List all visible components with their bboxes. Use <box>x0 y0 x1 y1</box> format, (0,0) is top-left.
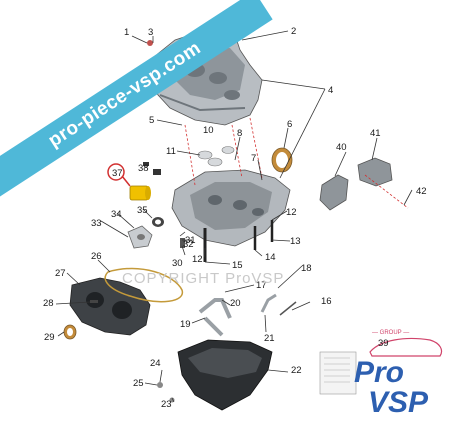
callout-20: 20 <box>230 298 241 309</box>
callout-18: 18 <box>301 263 312 274</box>
callout-16: 16 <box>321 296 332 307</box>
callout-21: 21 <box>264 333 275 344</box>
callout-15: 15 <box>232 260 243 271</box>
callout-25: 25 <box>133 378 144 389</box>
callout-31: 31 <box>185 235 196 246</box>
callout-33: 33 <box>91 218 102 229</box>
oil-pan-part <box>177 339 273 411</box>
callout-23: 23 <box>161 399 172 410</box>
callout-11: 11 <box>166 146 176 157</box>
logo-tagline: — GROUP — <box>372 330 410 336</box>
callout-41: 41 <box>370 128 381 139</box>
label-card-part <box>319 351 357 395</box>
callout-14: 14 <box>265 252 276 263</box>
callout-39: 39 <box>378 338 389 349</box>
crank-seal-part <box>63 324 77 340</box>
timing-cover-part <box>69 277 151 336</box>
highlighted-part-37 <box>129 185 151 201</box>
callout-12-left: 12 <box>192 254 203 265</box>
callout-7: 7 <box>251 153 256 164</box>
callout-37: 37 <box>112 168 123 179</box>
pump-flange-part <box>127 217 164 249</box>
bearing-shells-part <box>197 146 235 167</box>
leader-lines <box>55 30 413 403</box>
callout-4: 4 <box>328 85 333 96</box>
logo-text-pro: Pro <box>354 356 405 389</box>
callout-24: 24 <box>150 358 161 369</box>
callout-32: 32 <box>183 239 194 250</box>
callout-6: 6 <box>287 119 292 130</box>
oil-seal-ring-part <box>271 147 293 173</box>
callout-35: 35 <box>137 205 148 216</box>
callout-42: 42 <box>416 186 427 197</box>
callout-29: 29 <box>44 332 55 343</box>
engine-mounts-part <box>319 157 393 211</box>
callout-30: 30 <box>172 258 183 269</box>
callout-13: 13 <box>290 236 301 247</box>
callout-5: 5 <box>149 115 154 126</box>
logo-car-outline <box>369 337 443 357</box>
bolts-part <box>153 169 274 262</box>
highlight-circle-37 <box>107 163 125 181</box>
callout-8: 8 <box>237 128 242 139</box>
callout-3: 3 <box>148 27 153 38</box>
callout-labels: 1 2 3 4 5 6 7 8 10 11 12 12 13 14 15 16 … <box>43 26 427 410</box>
callout-2: 2 <box>291 26 296 37</box>
callout-26: 26 <box>91 251 102 262</box>
callout-10: 10 <box>203 125 214 136</box>
callout-17: 17 <box>256 280 267 291</box>
highlight-arrow-37 <box>121 175 131 187</box>
callout-12-right: 12 <box>286 207 297 218</box>
callout-40: 40 <box>336 142 347 153</box>
callout-22: 22 <box>291 365 302 376</box>
callout-27: 27 <box>55 268 66 279</box>
callout-38: 38 <box>138 163 149 174</box>
callout-28: 28 <box>43 298 54 309</box>
crankcase-part <box>171 169 291 247</box>
callout-34: 34 <box>111 209 122 220</box>
callout-19: 19 <box>180 319 191 330</box>
copyright-watermark: COPYRIGHT ProVSP <box>122 270 285 287</box>
callout-1: 1 <box>124 27 129 38</box>
logo-text-vsp: VSP <box>368 386 429 419</box>
oil-pipes-part <box>198 293 297 337</box>
timing-belt-part <box>104 267 184 303</box>
